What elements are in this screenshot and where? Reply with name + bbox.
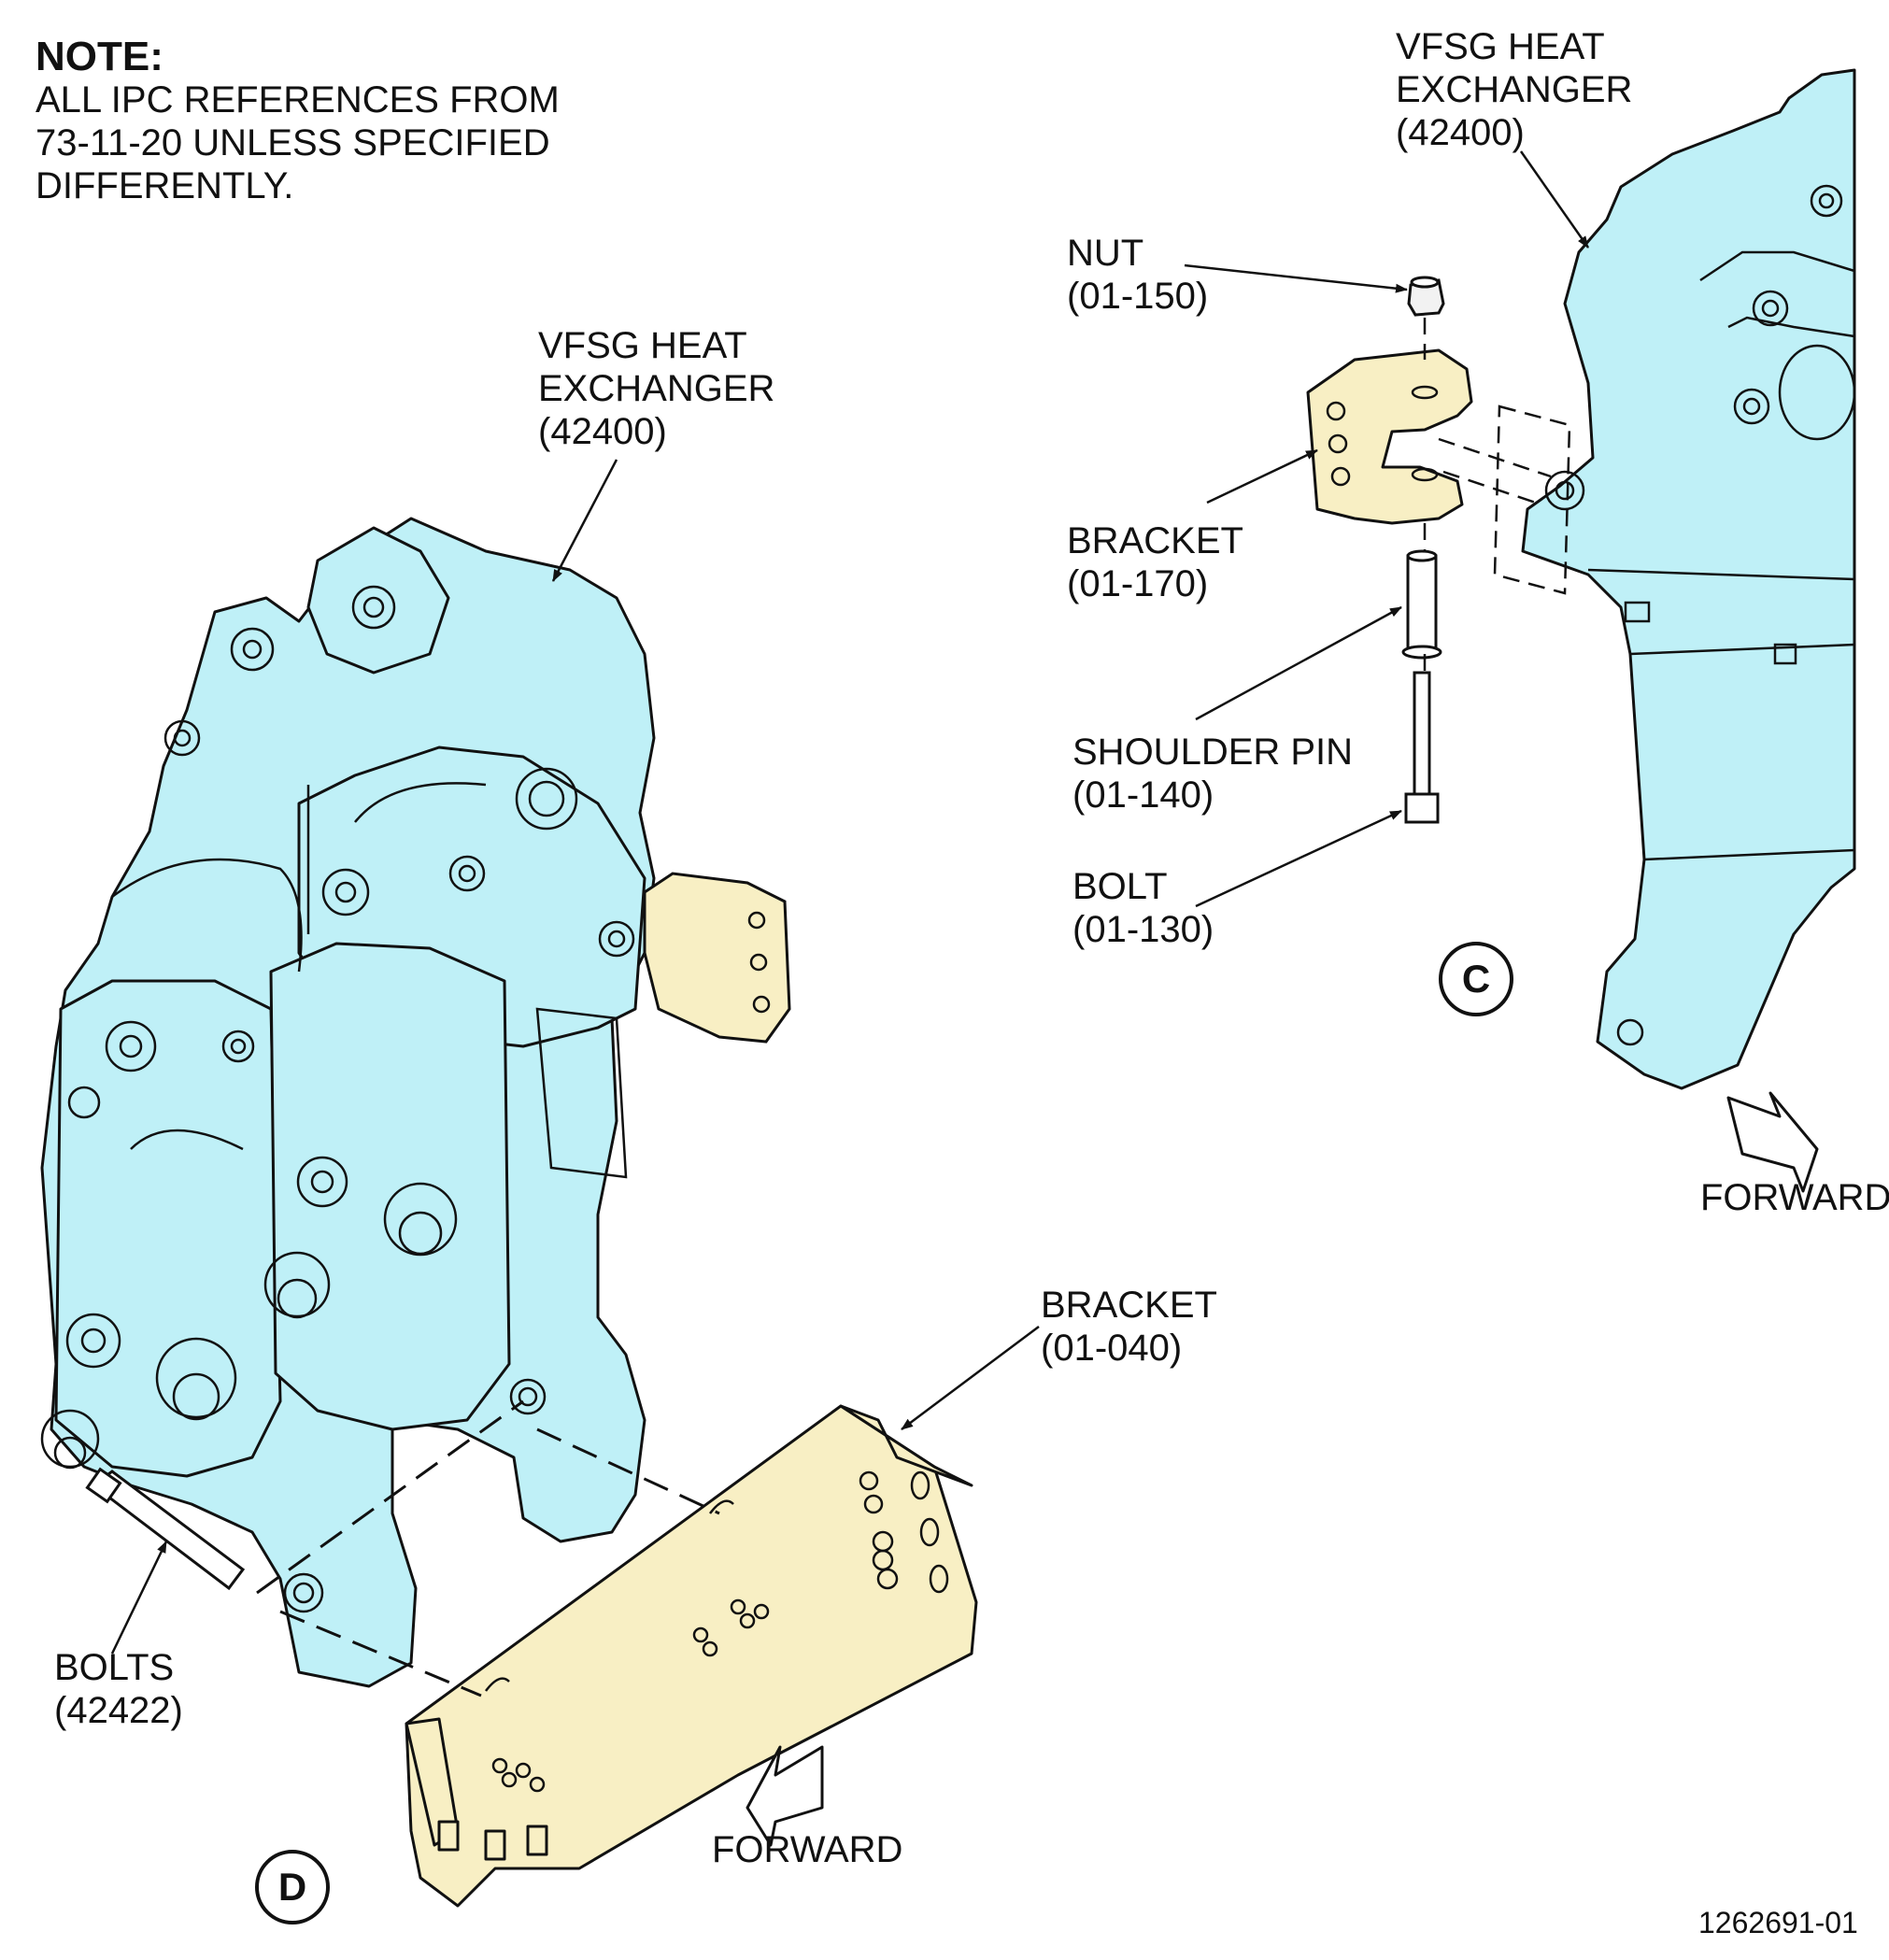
callout-line: (01-040) (1041, 1328, 1183, 1369)
callout-line: (42400) (538, 411, 667, 452)
forward-label-d: FORWARD (712, 1829, 903, 1870)
callout-bolts-42422: BOLTS (42422) (54, 1646, 183, 1732)
callout-line: (01-140) (1072, 774, 1214, 816)
callout-shoulder-pin: SHOULDER PIN (01-140) (1072, 731, 1353, 817)
view-d-circle (255, 1850, 330, 1924)
callout-line: SHOULDER PIN (1072, 731, 1354, 773)
note-line: DIFFERENTLY. (36, 165, 294, 206)
callout-line: VFSG HEAT (538, 325, 747, 366)
note-line: ALL IPC REFERENCES FROM (36, 79, 560, 121)
heat-exchanger-c (1521, 68, 1856, 1090)
alignment-lines-d (256, 1399, 720, 1697)
small-bracket-d-holes (747, 911, 771, 1014)
note-block: NOTE: ALL IPC REFERENCES FROM 73-11-20 U… (36, 36, 560, 207)
heat-exchanger-d-details (40, 585, 635, 1613)
callout-line: BOLTS (54, 1647, 175, 1688)
callout-line: (42400) (1396, 112, 1525, 153)
note-line: 73-11-20 UNLESS SPECIFIED (36, 122, 550, 163)
forward-arrow-c (1726, 1091, 1819, 1193)
callout-line: (01-150) (1067, 276, 1209, 317)
bracket-01-040-holes (485, 1470, 949, 1793)
callout-bracket-01-040: BRACKET (01-040) (1041, 1284, 1217, 1370)
bolt-01-130 (1404, 671, 1440, 824)
forward-arrow-d (746, 1745, 824, 1847)
callout-line: BOLT (1072, 866, 1168, 907)
note-heading: NOTE: (36, 34, 163, 79)
heat-exchanger-d (40, 517, 656, 1688)
heat-exchanger-c-details (1544, 184, 1856, 1046)
figure-id: 1262691-01 (1698, 1906, 1858, 1939)
view-c-circle (1439, 942, 1513, 1016)
callout-line: EXCHANGER (1396, 69, 1633, 110)
shoulder-pin-01-140 (1401, 549, 1442, 660)
forward-label-c: FORWARD (1700, 1177, 1889, 1218)
callout-line: EXCHANGER (538, 368, 775, 409)
callout-bracket-01-170: BRACKET (01-170) (1067, 519, 1243, 605)
leader-lines (110, 150, 1590, 1655)
callout-heat-exchanger-d: VFSG HEAT EXCHANGER (42400) (538, 324, 774, 453)
callout-heat-exchanger-c: VFSG HEAT EXCHANGER (42400) (1396, 25, 1632, 154)
nut-01-150 (1407, 276, 1445, 317)
bracket-01-170-holes (1326, 385, 1439, 487)
callout-line: NUT (1067, 233, 1144, 274)
callout-line: VFSG HEAT (1396, 26, 1605, 67)
callout-nut: NUT (01-150) (1067, 232, 1208, 318)
callout-line: (01-170) (1067, 563, 1209, 604)
alignment-lines-c (1423, 318, 1571, 673)
callout-line: (01-130) (1072, 909, 1214, 950)
callout-line: BRACKET (1041, 1285, 1217, 1326)
view-c-letter: C (1461, 957, 1491, 1001)
callout-line: (42422) (54, 1690, 183, 1731)
view-d-letter: D (277, 1865, 307, 1909)
bracket-01-040 (405, 1404, 978, 1908)
callout-bolt: BOLT (01-130) (1072, 865, 1214, 951)
small-bracket-d (643, 872, 791, 1044)
callout-line: BRACKET (1067, 520, 1243, 561)
bolt-42422 (85, 1467, 246, 1591)
